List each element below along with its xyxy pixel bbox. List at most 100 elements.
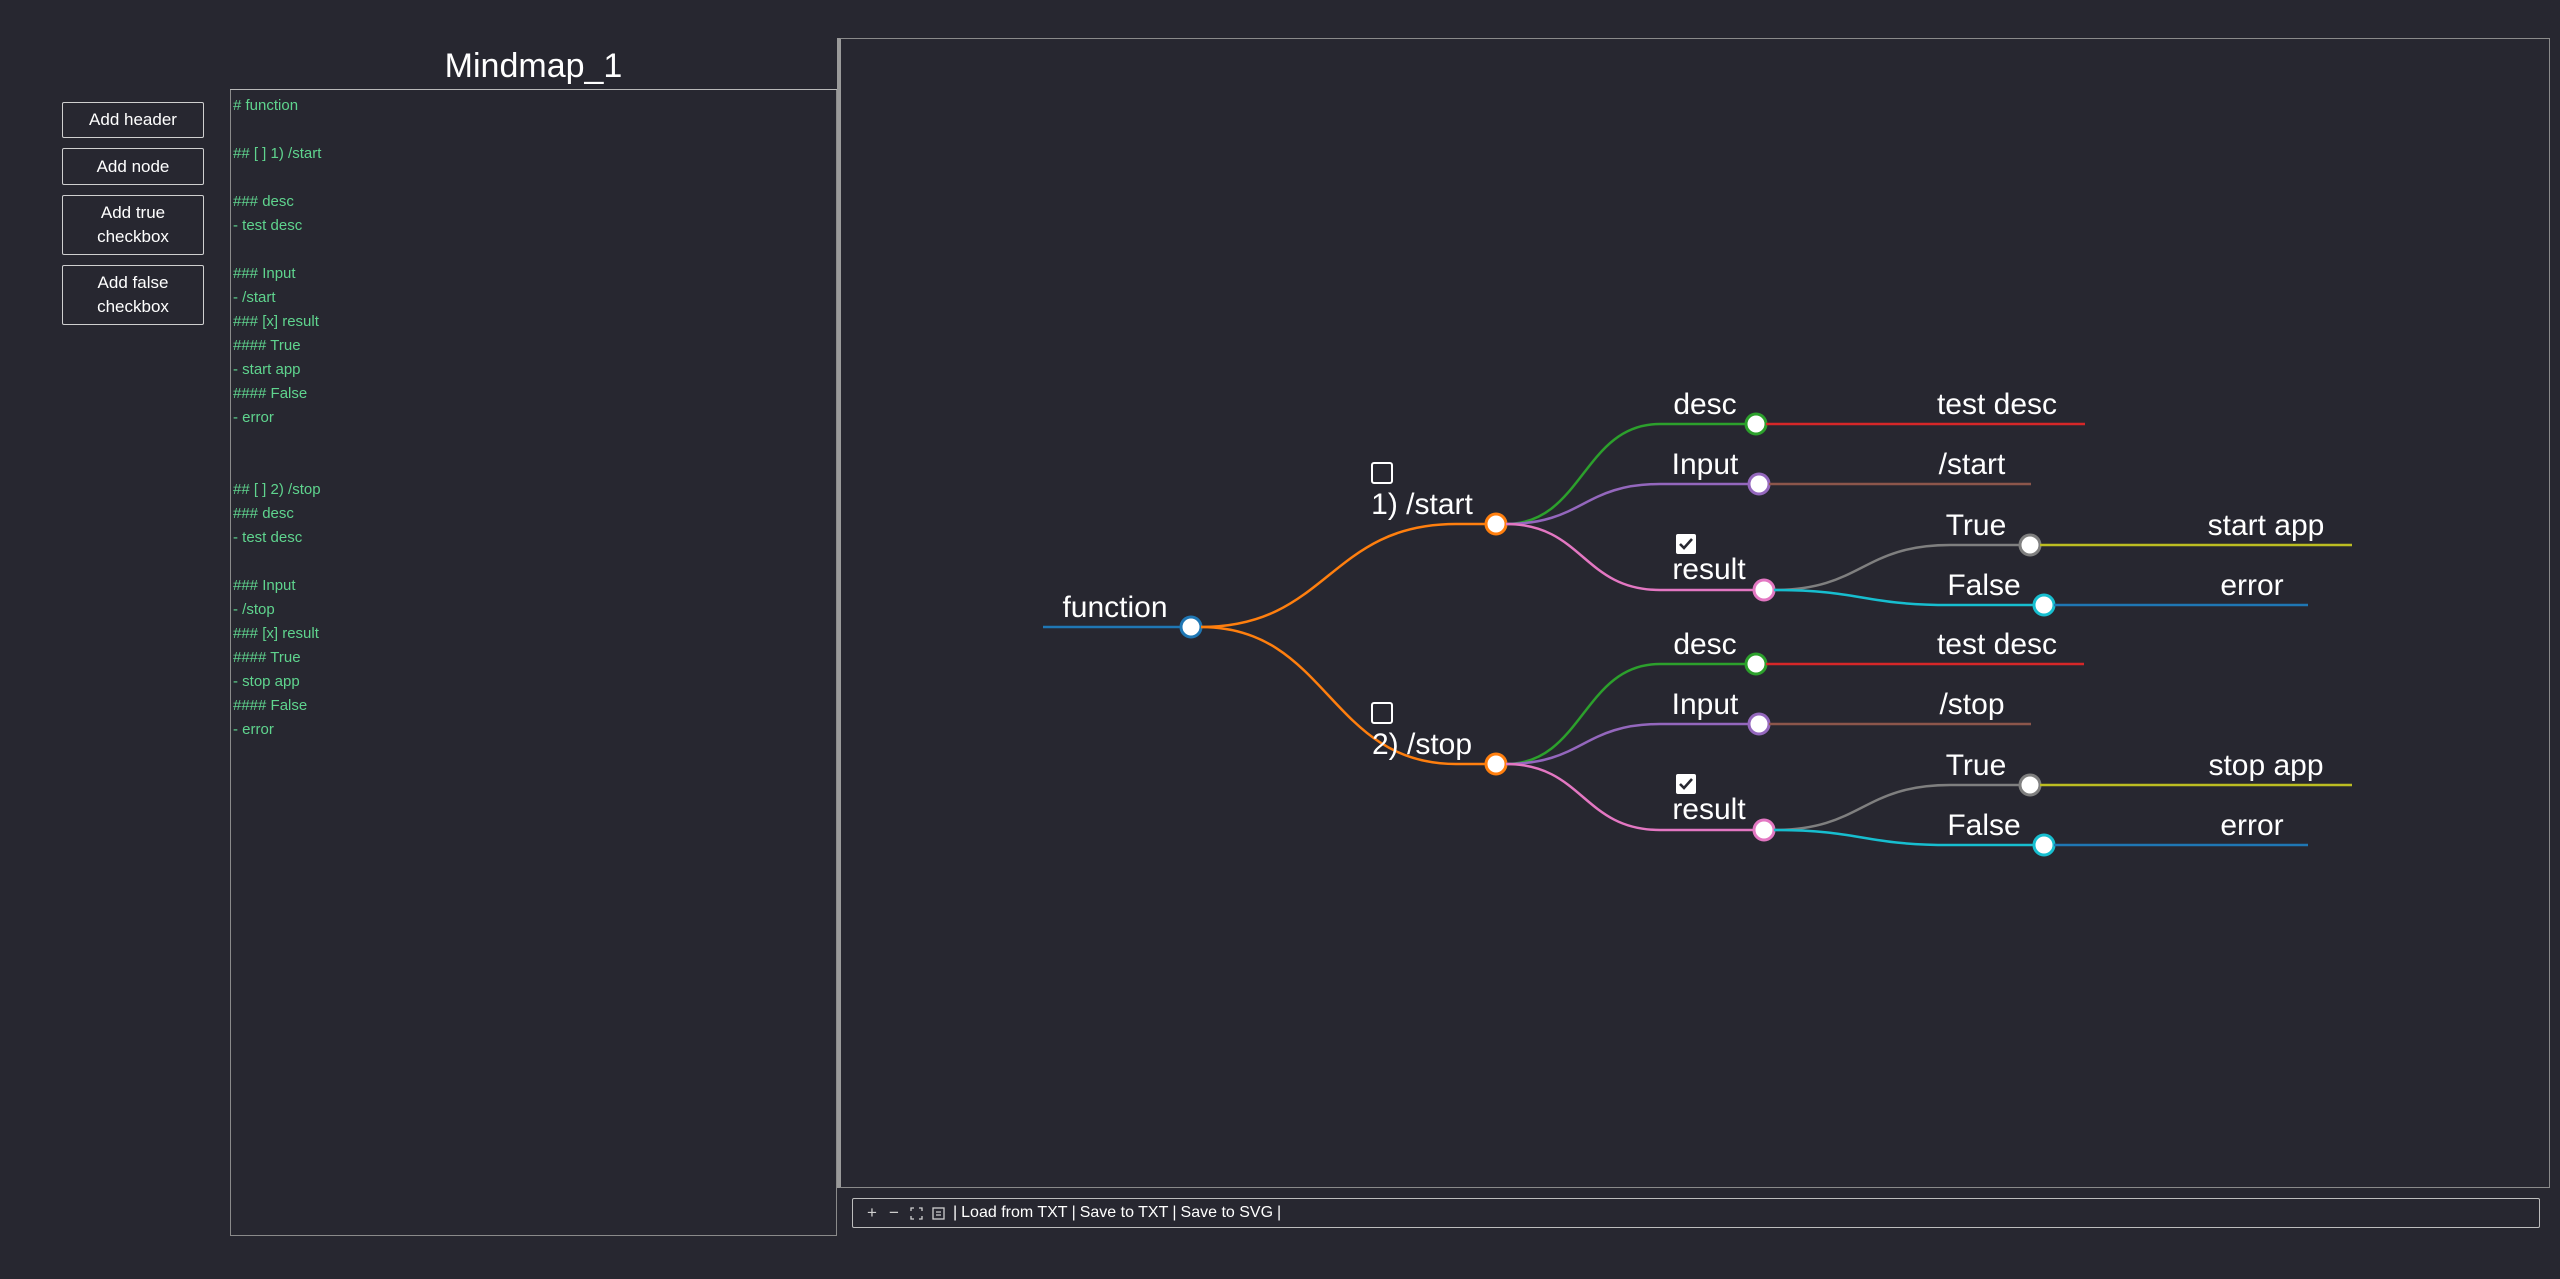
- editor-line: ### Input: [233, 265, 296, 282]
- zoom-in-icon[interactable]: +: [867, 1203, 877, 1222]
- toolbar: + − | Load from TXT | Save to TXT | Save…: [852, 1198, 2540, 1228]
- branch-node[interactable]: [1484, 752, 1508, 776]
- editor-line: [233, 118, 834, 142]
- input-label: Input: [1672, 448, 1739, 481]
- toolbar-separator: |: [1277, 1204, 1282, 1221]
- editor-line: #### False: [233, 385, 308, 402]
- branch-checkbox[interactable]: [1371, 702, 1393, 724]
- branch-node[interactable]: [1484, 512, 1508, 536]
- true-label: True: [1946, 509, 2007, 542]
- true-edge: [1773, 783, 1951, 832]
- add-false-checkbox-button[interactable]: Add false checkbox: [62, 265, 204, 325]
- title-divider: [230, 89, 837, 90]
- input-value-label: /stop: [1939, 688, 2004, 721]
- editor-line: - stop app: [233, 673, 300, 690]
- toolbar-separator: |: [1071, 1204, 1076, 1221]
- editor-line: ### [x] result: [233, 313, 319, 330]
- input-value-label: /start: [1939, 448, 2006, 481]
- result-edge: [1505, 522, 1661, 592]
- editor-line: [233, 430, 834, 454]
- branch-edge: [1200, 625, 1457, 766]
- desc-node[interactable]: [1744, 652, 1768, 676]
- editor-line: #### True: [233, 337, 301, 354]
- desc-label: desc: [1673, 628, 1736, 661]
- result-checkbox[interactable]: [1676, 534, 1696, 554]
- desc-edge: [1505, 662, 1661, 766]
- true-value-label: stop app: [2208, 749, 2323, 782]
- true-label: True: [1946, 749, 2007, 782]
- add-true-checkbox-button[interactable]: Add true checkbox: [62, 195, 204, 255]
- result-node[interactable]: [1752, 818, 1776, 842]
- true-node[interactable]: [2018, 533, 2042, 557]
- branch-checkbox[interactable]: [1371, 462, 1393, 484]
- false-edge: [1773, 588, 1951, 607]
- input-edge: [1505, 482, 1661, 526]
- editor-line: ### desc: [233, 505, 294, 522]
- add-node-button[interactable]: Add node: [62, 148, 204, 185]
- false-value-label: error: [2220, 809, 2283, 842]
- false-node[interactable]: [2032, 593, 2056, 617]
- root-label: function: [1062, 591, 1167, 624]
- checkmark-icon: [1679, 538, 1693, 550]
- branch-label: 1) /start: [1371, 488, 1473, 521]
- branch-checkbox-box[interactable]: [1371, 702, 1393, 724]
- false-value-label: error: [2220, 569, 2283, 602]
- input-node[interactable]: [1747, 472, 1771, 496]
- editor-line: - /stop: [233, 601, 275, 618]
- toolbar-separator: |: [953, 1204, 958, 1221]
- editor-line: - /start: [233, 289, 276, 306]
- editor-line: #### False: [233, 697, 308, 714]
- desc-label: desc: [1673, 388, 1736, 421]
- zoom-out-icon[interactable]: −: [889, 1203, 899, 1222]
- true-edge: [1773, 543, 1951, 592]
- editor-line: [233, 454, 834, 478]
- toolbar-separator: |: [1172, 1204, 1177, 1221]
- false-node[interactable]: [2032, 833, 2056, 857]
- result-edge: [1505, 762, 1661, 832]
- editor-line: - test desc: [233, 529, 303, 546]
- root-node[interactable]: [1179, 615, 1203, 639]
- input-node[interactable]: [1747, 712, 1771, 736]
- branch-label: 2) /stop: [1372, 728, 1472, 761]
- desc-node[interactable]: [1744, 412, 1768, 436]
- branch-checkbox-box[interactable]: [1371, 462, 1393, 484]
- editor-line: # function: [233, 97, 299, 114]
- save-to-txt-link[interactable]: Save to TXT: [1079, 1204, 1169, 1221]
- editor-line: ## [ ] 2) /stop: [233, 481, 321, 498]
- load-from-txt-link[interactable]: Load from TXT: [961, 1204, 1068, 1221]
- add-header-button[interactable]: Add header: [62, 102, 204, 138]
- editor-line: - test desc: [233, 217, 303, 234]
- result-checkbox[interactable]: [1676, 774, 1696, 794]
- editor-line: ### Input: [233, 577, 296, 594]
- markdown-editor[interactable]: # function ## [ ] 1) /start ### desc - test…: [230, 90, 837, 1236]
- toggle-panel-icon[interactable]: [927, 1202, 949, 1224]
- result-label: result: [1672, 793, 1746, 826]
- editor-line: - start app: [233, 361, 301, 378]
- panel-splitter[interactable]: [837, 38, 841, 1188]
- save-to-svg-link[interactable]: Save to SVG: [1180, 1204, 1274, 1221]
- editor-line: [233, 238, 834, 262]
- editor-line: [233, 166, 834, 190]
- input-label: Input: [1672, 688, 1739, 721]
- editor-line: #### True: [233, 649, 301, 666]
- editor-line: ### [x] result: [233, 625, 319, 642]
- checkmark-icon: [1679, 778, 1693, 790]
- editor-line: - error: [233, 721, 274, 738]
- editor-line: - error: [233, 409, 274, 426]
- editor-line: ### desc: [233, 193, 294, 210]
- editor-line: ## [ ] 1) /start: [233, 145, 322, 162]
- true-value-label: start app: [2208, 509, 2325, 542]
- false-edge: [1773, 828, 1951, 847]
- editor-line: [233, 550, 834, 574]
- desc-edge: [1505, 422, 1661, 526]
- mindmap-title: Mindmap_1: [444, 47, 623, 85]
- fit-screen-icon[interactable]: [905, 1202, 927, 1224]
- input-edge: [1505, 722, 1661, 766]
- true-node[interactable]: [2018, 773, 2042, 797]
- result-node[interactable]: [1752, 578, 1776, 602]
- result-label: result: [1672, 553, 1746, 586]
- false-label: False: [1947, 809, 2020, 842]
- branch-edge: [1200, 522, 1457, 629]
